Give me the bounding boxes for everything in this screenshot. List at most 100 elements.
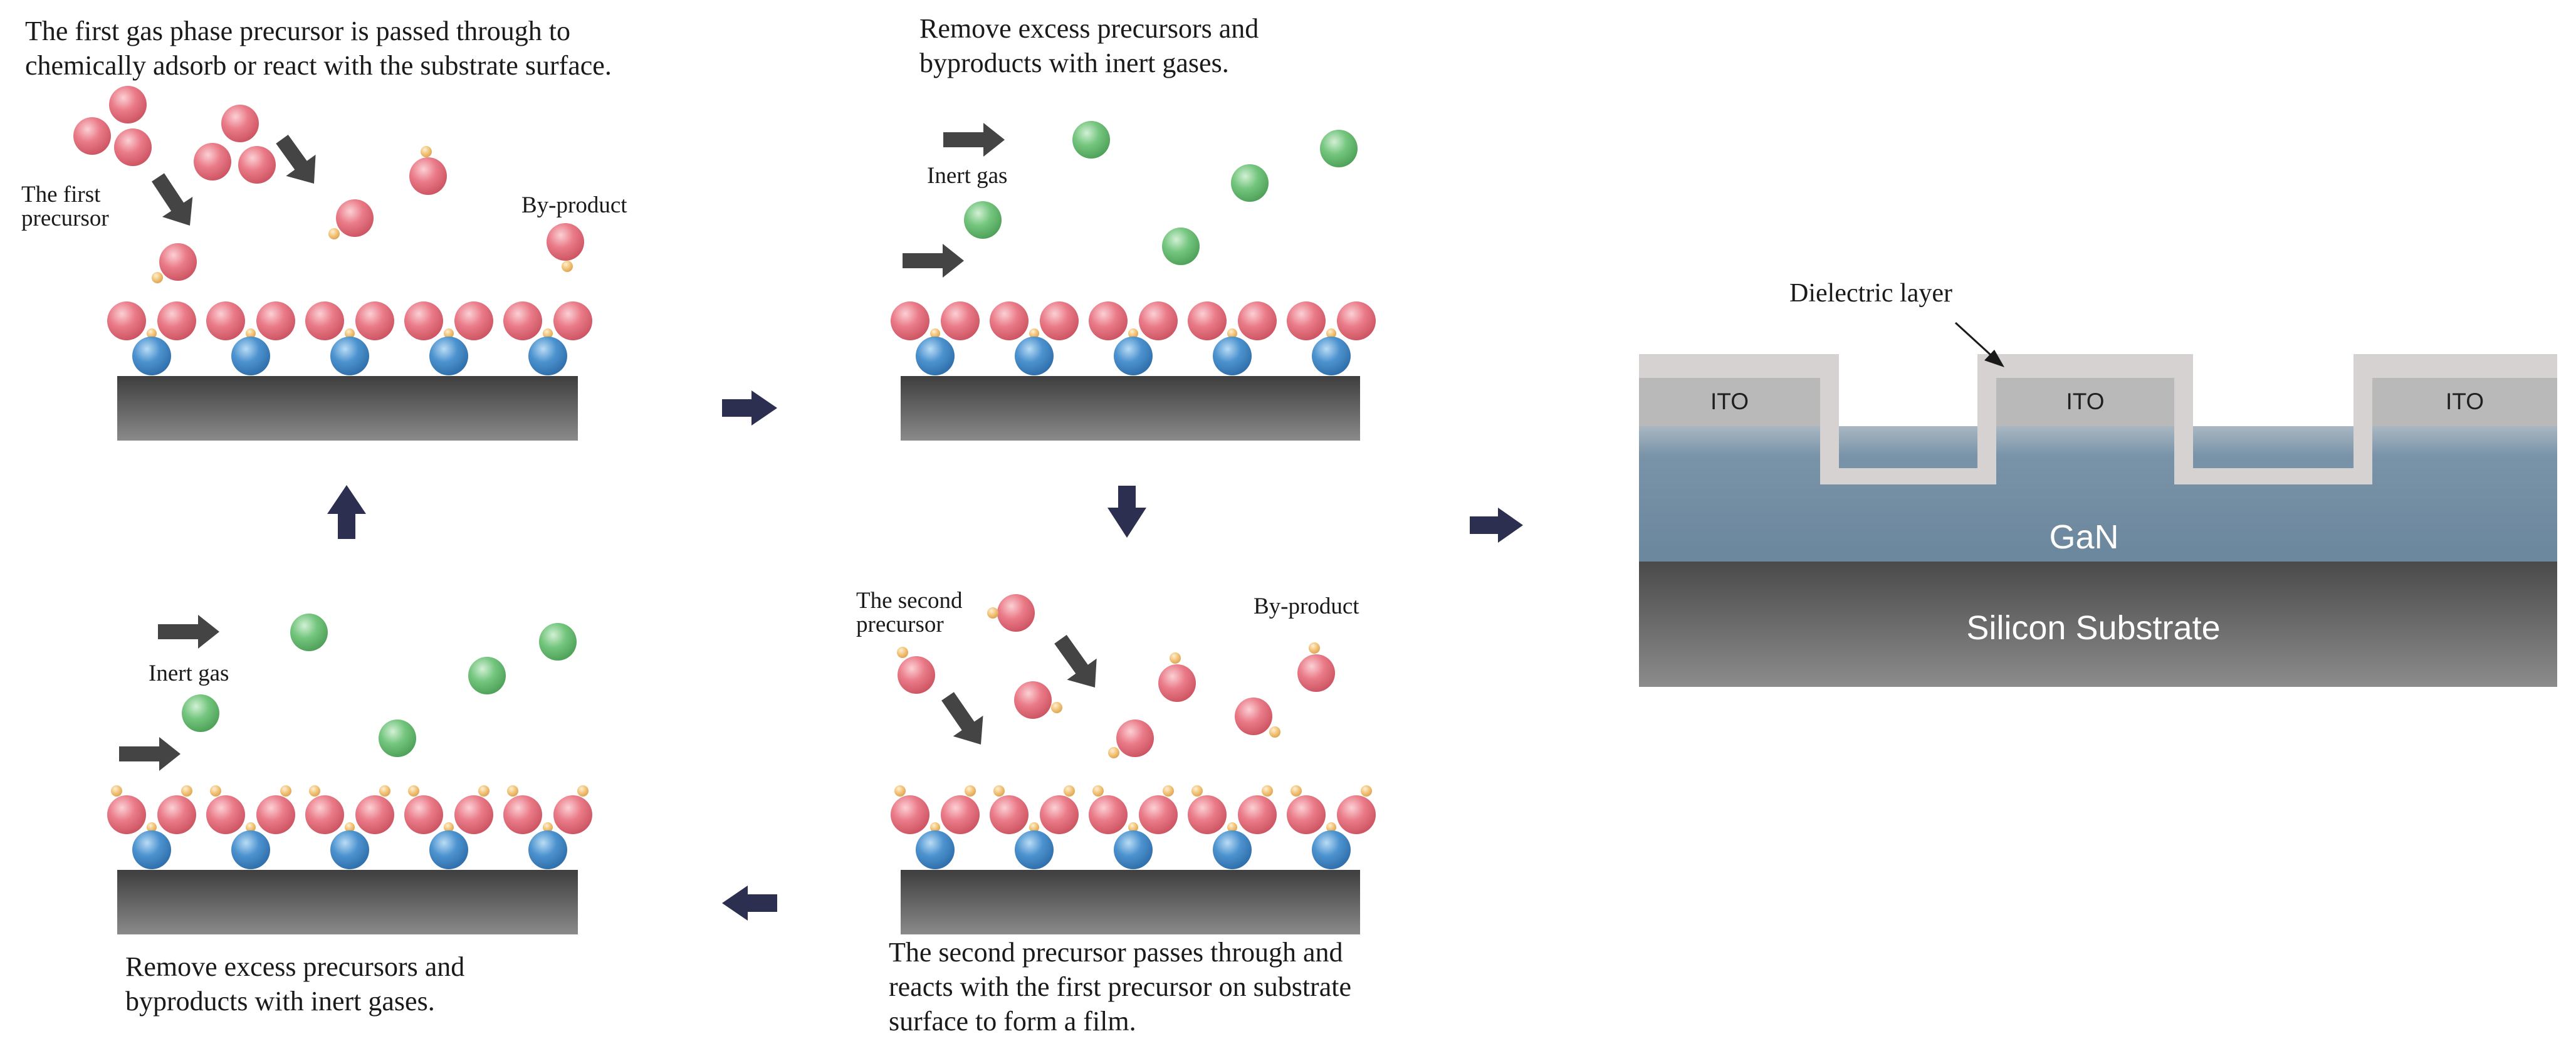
- surface-precursor-atom: [503, 301, 542, 340]
- silicon-substrate-label: Silicon Substrate: [1966, 609, 2221, 647]
- surface-base-atom: [231, 830, 270, 869]
- step1-substrate: [117, 376, 578, 441]
- surface-ligand-atom: [930, 328, 940, 338]
- step4-caption-line: byproducts with inert gases.: [125, 986, 435, 1017]
- step3-byproduct-label: By-product: [1254, 593, 1359, 619]
- precursor-ligand-atom: [1170, 652, 1181, 664]
- surface-base-atom: [916, 337, 955, 375]
- gas-flow-arrow-icon: [943, 123, 1005, 157]
- step1-caption-line: The first gas phase precursor is passed …: [25, 16, 571, 46]
- step2-surface-atoms: [891, 301, 1376, 375]
- surface-precursor-atom: [1089, 301, 1128, 340]
- step3-substrate: [901, 870, 1360, 934]
- surface-precursor-atom: [891, 795, 929, 834]
- step3-panel: [891, 594, 1376, 934]
- step4-caption-line: Remove excess precursors and: [125, 951, 465, 982]
- step2-gas-arrows: [903, 123, 1005, 278]
- inert-gas-molecule: [964, 201, 1002, 239]
- surface-ligand-atom: [345, 328, 355, 338]
- surface-ligand-atom: [309, 785, 320, 797]
- ito-pad-left: [1639, 378, 1820, 426]
- step1-panel: [73, 86, 592, 441]
- surface-base-atom: [916, 830, 955, 869]
- surface-precursor-atom: [553, 795, 592, 834]
- surface-ligand-atom: [577, 785, 589, 797]
- precursor-molecule: [1116, 719, 1154, 757]
- step2-inert-gas: [964, 121, 1358, 265]
- precursor-molecule: [409, 157, 447, 195]
- surface-precursor-atom: [1188, 301, 1227, 340]
- surface-ligand-atom: [444, 328, 454, 338]
- flow-arrow-left-icon: [722, 886, 777, 921]
- precursor-molecule: [159, 243, 197, 281]
- surface-ligand-atom: [507, 785, 518, 797]
- inert-gas-molecule: [1162, 227, 1200, 265]
- step3-caption-line: surface to form a film.: [889, 1006, 1136, 1037]
- surface-precursor-atom: [1139, 301, 1178, 340]
- surface-precursor-atom: [256, 795, 295, 834]
- surface-base-atom: [429, 830, 468, 869]
- surface-base-atom: [528, 830, 567, 869]
- surface-base-atom: [429, 337, 468, 375]
- inert-gas-molecule: [182, 694, 219, 732]
- flow-arrow-to-device-icon: [1470, 508, 1523, 543]
- silicon-substrate-layer: [1639, 562, 2557, 687]
- step1-caption: The first gas phase precursor is passed …: [25, 14, 612, 83]
- precursor-molecule: [1235, 698, 1272, 735]
- dielectric-pointer-line: [1954, 322, 1993, 357]
- device-cross-section: [1639, 322, 2557, 687]
- step1-precursor-label-line: The first: [21, 182, 101, 207]
- surface-ligand-atom: [246, 822, 256, 832]
- surface-base-atom: [1312, 337, 1351, 375]
- step4-caption: Remove excess precursors and byproducts …: [125, 949, 464, 1018]
- surface-base-atom: [1312, 830, 1351, 869]
- step2-panel: [891, 121, 1376, 441]
- precursor-molecule: [194, 143, 231, 180]
- surface-base-atom: [132, 830, 171, 869]
- ito-pad-middle: [1996, 378, 2174, 426]
- precursor-molecule: [1297, 654, 1335, 692]
- surface-ligand-atom: [993, 785, 1005, 797]
- step1-gas-molecules: [73, 86, 584, 283]
- surface-ligand-atom: [1163, 785, 1174, 797]
- step3-gas-molecules: [897, 594, 1335, 758]
- step1-byproduct-label: By-product: [521, 192, 627, 218]
- inert-gas-molecule: [1320, 130, 1358, 167]
- ito-label-left: ITO: [1710, 389, 1749, 414]
- step1-caption-line: chemically adsorb or react with the subs…: [25, 50, 612, 81]
- gas-flow-arrow-icon: [276, 135, 316, 184]
- precursor-molecule: [114, 128, 152, 166]
- step4-substrate: [117, 870, 578, 934]
- gan-label: GaN: [2049, 518, 2119, 556]
- surface-ligand-atom: [280, 785, 291, 797]
- step3-caption: The second precursor passes through and …: [889, 935, 1351, 1038]
- surface-ligand-atom: [1092, 785, 1104, 797]
- dielectric-layer: [1639, 354, 2557, 484]
- precursor-ligand-atom: [562, 261, 573, 272]
- gas-flow-arrow-icon: [903, 244, 964, 278]
- dielectric-pointer-arrowhead-icon: [1984, 350, 2004, 367]
- step1-precursor-label-line: precursor: [21, 206, 109, 231]
- surface-ligand-atom: [1291, 785, 1302, 797]
- surface-ligand-atom: [1262, 785, 1273, 797]
- gas-flow-arrow-icon: [152, 173, 193, 226]
- flow-arrow-up-icon: [327, 485, 366, 539]
- surface-precursor-atom: [1139, 795, 1178, 834]
- surface-precursor-atom: [107, 795, 146, 834]
- dielectric-layer-label: Dielectric layer: [1789, 279, 1952, 308]
- surface-precursor-atom: [355, 795, 394, 834]
- inert-gas-molecule: [290, 614, 328, 651]
- surface-base-atom: [1213, 830, 1252, 869]
- step1-surface-atoms: [107, 301, 592, 375]
- ito-label-middle: ITO: [2066, 389, 2105, 414]
- flow-arrows: [327, 390, 1523, 921]
- step2-caption-line: byproducts with inert gases.: [919, 48, 1229, 78]
- step1-precursor-label: The first precursor: [21, 183, 109, 231]
- precursor-molecule: [997, 594, 1035, 632]
- surface-ligand-atom: [181, 785, 192, 797]
- inert-gas-molecule: [1231, 164, 1269, 202]
- step4-gas-label: Inert gas: [149, 661, 229, 686]
- precursor-molecule: [1014, 681, 1052, 719]
- surface-ligand-atom: [965, 785, 976, 797]
- precursor-molecule: [221, 105, 259, 142]
